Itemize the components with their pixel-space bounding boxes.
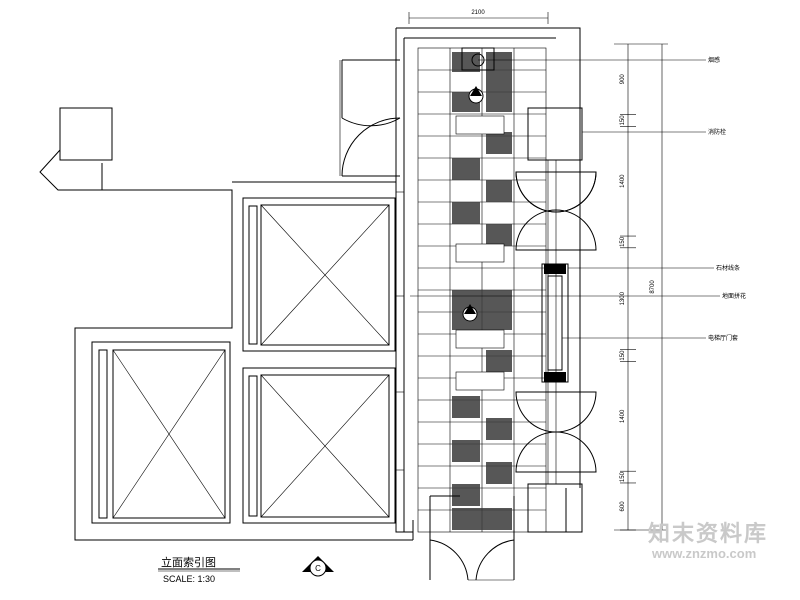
section-marker-letter: C bbox=[315, 564, 321, 573]
overall-dimension-text: 8700 bbox=[650, 280, 656, 294]
watermark-brand: 知末资料库 bbox=[648, 522, 769, 547]
swing-door-top bbox=[339, 59, 401, 177]
floor-tiles bbox=[417, 47, 547, 533]
top-dimension: 2100 bbox=[408, 10, 549, 24]
title-block: 立面索引图 SCALE: 1:30 bbox=[158, 555, 240, 584]
fire-hydrant-boxes bbox=[527, 107, 583, 533]
callout-fire-hydrant: 消防栓 bbox=[708, 128, 726, 136]
index-marker-middle bbox=[462, 304, 478, 322]
dimension-label: 1300 bbox=[620, 291, 626, 305]
dimension-label: 1400 bbox=[620, 174, 626, 188]
watermark-url: www.znzmo.com bbox=[652, 546, 757, 561]
top-dimension-text: 2100 bbox=[471, 10, 485, 16]
right-wall-column bbox=[547, 160, 557, 484]
drawing-title: 立面索引图 bbox=[161, 555, 216, 569]
dimension-label: 150 bbox=[620, 115, 626, 126]
equipment-box bbox=[39, 107, 113, 191]
callout-stone-moulding: 石材线条 bbox=[716, 264, 740, 272]
dimension-label: 1400 bbox=[620, 409, 626, 423]
right-dimension-chain: 900 150 1400 150 1300 150 1400 150 600 8700 bbox=[614, 43, 668, 531]
dimension-label: 150 bbox=[620, 350, 626, 361]
drawing-scale: SCALE: 1:30 bbox=[163, 574, 215, 584]
section-marker: C bbox=[302, 556, 334, 577]
dimension-label: 150 bbox=[620, 236, 626, 247]
elevator-shafts bbox=[91, 197, 396, 524]
dimension-label: 600 bbox=[620, 501, 626, 512]
callout-leaders bbox=[410, 59, 720, 339]
callout-labels: 烟感 消防栓 石材线条 地面拼花 电梯厅门套 bbox=[708, 56, 746, 342]
building-outline bbox=[74, 27, 581, 541]
callout-floor-pattern: 地面拼花 bbox=[722, 292, 746, 300]
semicircle-doors bbox=[515, 171, 597, 473]
elevator-door-frame bbox=[541, 263, 569, 383]
bottom-double-door bbox=[429, 495, 515, 581]
index-marker-top bbox=[468, 86, 484, 104]
dimension-label: 900 bbox=[620, 74, 626, 85]
dimension-label: 150 bbox=[620, 471, 626, 482]
callout-smoke-detector: 烟感 bbox=[708, 56, 720, 64]
callout-elevator-door-frame: 电梯厅门套 bbox=[708, 334, 738, 342]
